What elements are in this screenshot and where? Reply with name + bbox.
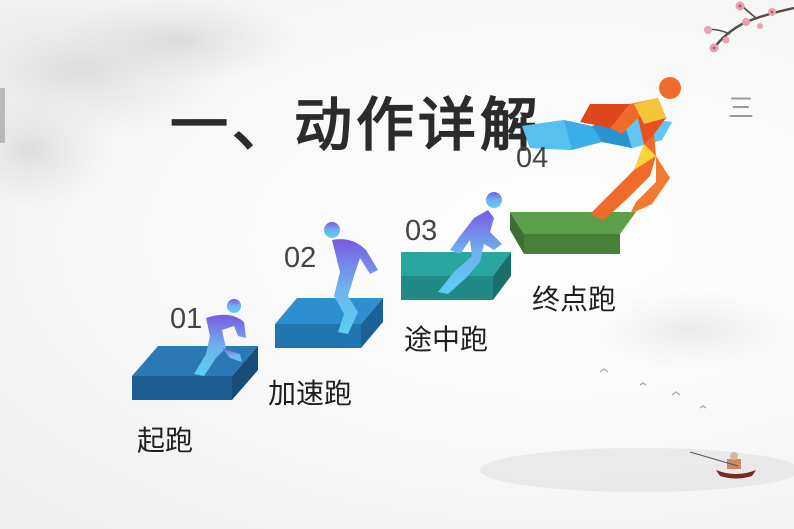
- runner-start-icon: [194, 299, 246, 376]
- step-number-1: 01: [170, 303, 203, 335]
- step-label-2: 加速跑: [268, 377, 353, 410]
- step-label-3: 途中跑: [404, 323, 489, 356]
- runner-accelerate-icon: [324, 222, 378, 334]
- step-number-4: 04: [516, 142, 549, 174]
- plum-blossom-branch: [704, 1, 794, 53]
- slide-title: 一、动作详解: [170, 91, 543, 159]
- runner-midway-icon: [438, 192, 502, 294]
- step-platform-3: [401, 252, 511, 300]
- runner-finish-icon: [580, 77, 681, 220]
- step-number-2: 02: [284, 242, 317, 274]
- step-label-4: 终点跑: [532, 283, 617, 316]
- step-label-1: 起跑: [137, 424, 194, 457]
- step-number-3: 03: [405, 215, 438, 247]
- menu-icon[interactable]: 三: [728, 94, 755, 124]
- left-accent-bar: [0, 88, 5, 143]
